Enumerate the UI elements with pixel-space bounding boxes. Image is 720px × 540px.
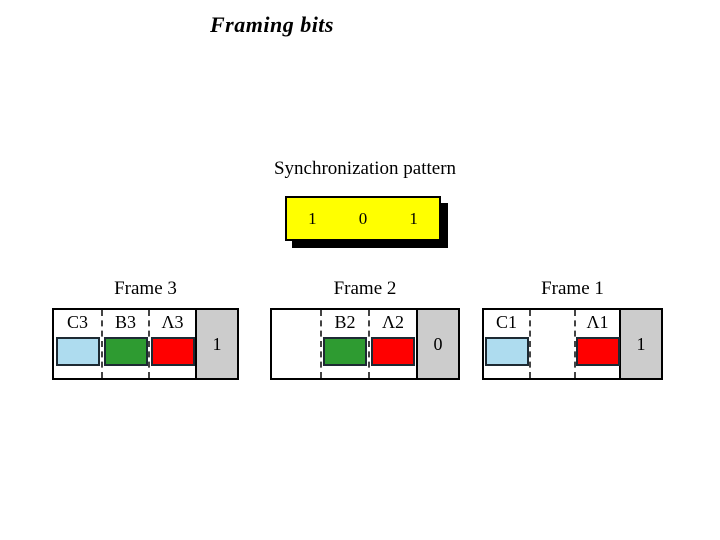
frame-3-cell-a3: Λ3 [148, 310, 195, 378]
frame-2-framing-bit: 0 [416, 310, 458, 378]
frame-1: Frame 1 C1 Λ1 1 [482, 278, 663, 380]
frame-1-cell-empty [529, 310, 574, 378]
frame-3-cell-b3-label: B3 [114, 312, 136, 332]
frame-2-cell-b2-swatch [323, 337, 367, 366]
frame-2: Frame 2 B2 Λ2 0 [270, 278, 460, 380]
frame-3-body: C3 B3 Λ3 1 [52, 308, 239, 380]
frame-3-framing-bit: 1 [195, 310, 237, 378]
frame-1-cell-c1-label: C1 [495, 312, 517, 332]
frame-3-cell-a3-label: Λ3 [161, 312, 184, 332]
frame-2-cell-a2-swatch [371, 337, 415, 366]
frame-3: Frame 3 C3 B3 Λ3 1 [52, 278, 239, 380]
sync-pattern-bits: 1 0 1 [285, 196, 441, 241]
page-title-text: Framing bits [210, 12, 334, 37]
sync-pattern-label: Synchronization pattern [273, 158, 457, 179]
frame-2-cell-b2: B2 [320, 310, 368, 378]
frame-1-cell-c1: C1 [484, 310, 529, 378]
frame-3-cell-b3-swatch [103, 337, 148, 366]
frame-3-cell-a3-swatch [150, 337, 195, 366]
frame-3-cell-c3-swatch [55, 337, 100, 366]
frame-2-cell-empty [272, 310, 320, 378]
frame-2-cell-a2-label: Λ2 [381, 312, 405, 332]
sync-pattern-box: 1 0 1 [285, 196, 448, 248]
frame-3-cell-c3: C3 [54, 310, 101, 378]
frame-1-framing-bit: 1 [619, 310, 661, 378]
sync-bit-1: 0 [358, 209, 368, 228]
frame-3-title: Frame 3 [114, 278, 177, 299]
frame-1-body: C1 Λ1 1 [482, 308, 663, 380]
sync-bit-2: 1 [409, 209, 418, 228]
frame-3-cell-c3-label: C3 [66, 312, 88, 332]
frame-3-cells: C3 B3 Λ3 [54, 310, 195, 378]
frame-2-body: B2 Λ2 0 [270, 308, 460, 380]
frame-2-cells: B2 Λ2 [272, 310, 416, 378]
frame-1-title: Frame 1 [541, 278, 604, 299]
frame-1-cell-c1-swatch [484, 337, 529, 366]
page-title: Framing bits [0, 12, 720, 38]
sync-bit-0: 1 [308, 209, 317, 228]
frame-1-cell-a1: Λ1 [574, 310, 620, 378]
frame-2-cell-a2: Λ2 [368, 310, 416, 378]
frame-1-cells: C1 Λ1 [484, 310, 620, 378]
frame-2-title: Frame 2 [333, 278, 397, 299]
frame-1-cell-a1-swatch [575, 337, 620, 366]
frame-3-cell-b3: B3 [101, 310, 148, 378]
frame-1-cell-a1-label: Λ1 [586, 312, 609, 332]
frame-2-cell-b2-label: B2 [334, 312, 356, 332]
